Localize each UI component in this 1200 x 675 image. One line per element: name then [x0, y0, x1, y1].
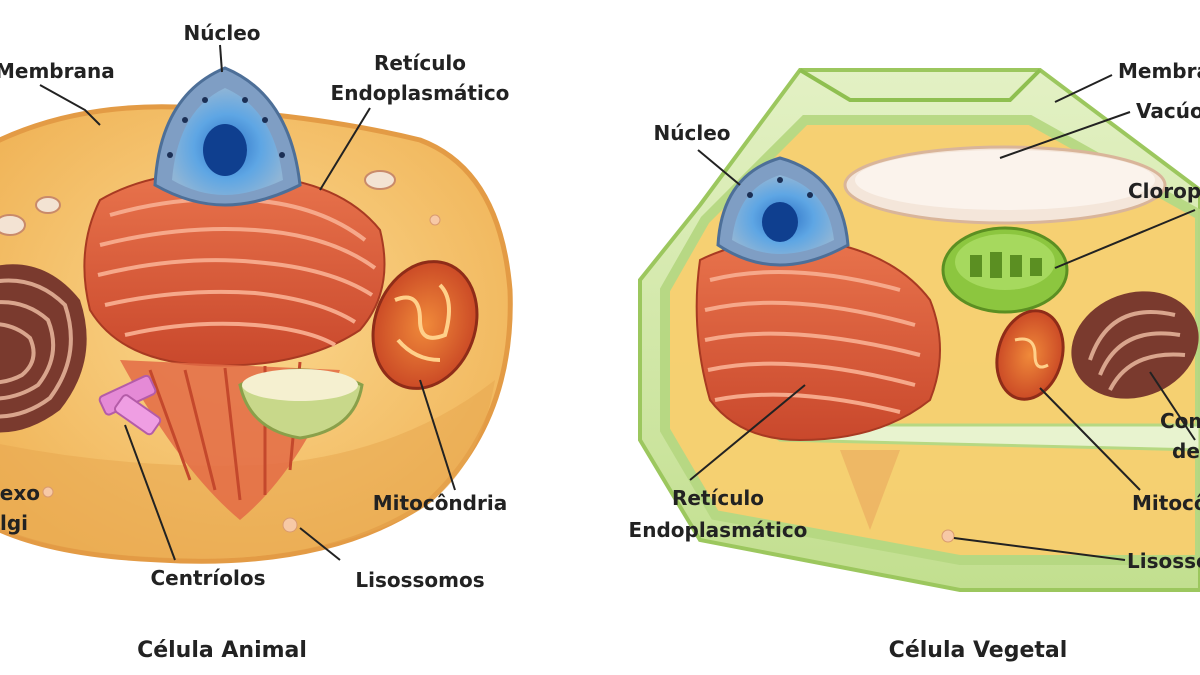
animal-label-golgi-line1: Complexo: [0, 481, 40, 505]
animal-label-membrane: Membrana: [0, 59, 115, 83]
plant-vacuole: [843, 145, 1167, 225]
plant-wall-ridge: [798, 68, 1042, 102]
animal-vesicle: [238, 368, 364, 440]
plant-label-membrane: Membrana: [1118, 59, 1200, 83]
animal-label-mitochondria: Mitocôndria: [373, 491, 507, 515]
plant-caption: Célula Vegetal: [889, 638, 1068, 663]
animal-golgi-apparatus: [0, 264, 87, 433]
animal-label-lysosomes: Lisossomos: [355, 568, 484, 592]
plant-label-er-line2: Endoplasmático: [629, 518, 808, 542]
plant-cell: Núcleo Membrana Vacúolo Cloroplasto Comp…: [629, 59, 1200, 663]
plant-label-lysosomes: Lisossomos: [1127, 549, 1200, 573]
animal-label-er-line2: Endoplasmático: [331, 81, 510, 105]
plant-chloroplast: [941, 226, 1069, 314]
animal-cell: Núcleo Membrana Retículo Endoplasmático …: [0, 21, 513, 663]
animal-label-centrioles: Centríolos: [151, 566, 266, 590]
animal-nucleus: [153, 66, 302, 207]
plant-label-golgi-line2: de Golgi: [1172, 439, 1200, 463]
animal-label-golgi-line2: de Golgi: [0, 511, 28, 535]
plant-label-mitochondria: Mitocôndria: [1132, 491, 1200, 515]
plant-label-er-line1: Retículo: [672, 486, 764, 510]
plant-label-nucleus: Núcleo: [654, 121, 731, 145]
animal-caption: Célula Animal: [137, 638, 307, 663]
plant-endoplasmic-reticulum: [695, 239, 941, 530]
animal-mitochondrion: [371, 260, 479, 390]
animal-label-nucleus: Núcleo: [184, 21, 261, 45]
animal-centrioles: [98, 374, 162, 436]
animal-label-er-line1: Retículo: [374, 51, 466, 75]
plant-lysosome: [941, 529, 955, 543]
plant-label-vacuole: Vacúolo: [1136, 99, 1200, 123]
plant-mitochondrion: [995, 309, 1065, 401]
plant-nucleus: [716, 156, 850, 267]
plant-golgi-apparatus: [1071, 291, 1199, 399]
plant-label-chloroplast: Cloroplasto: [1128, 179, 1200, 203]
animal-lysosomes: [0, 170, 441, 533]
plant-label-golgi-line1: Complexo: [1160, 409, 1200, 433]
